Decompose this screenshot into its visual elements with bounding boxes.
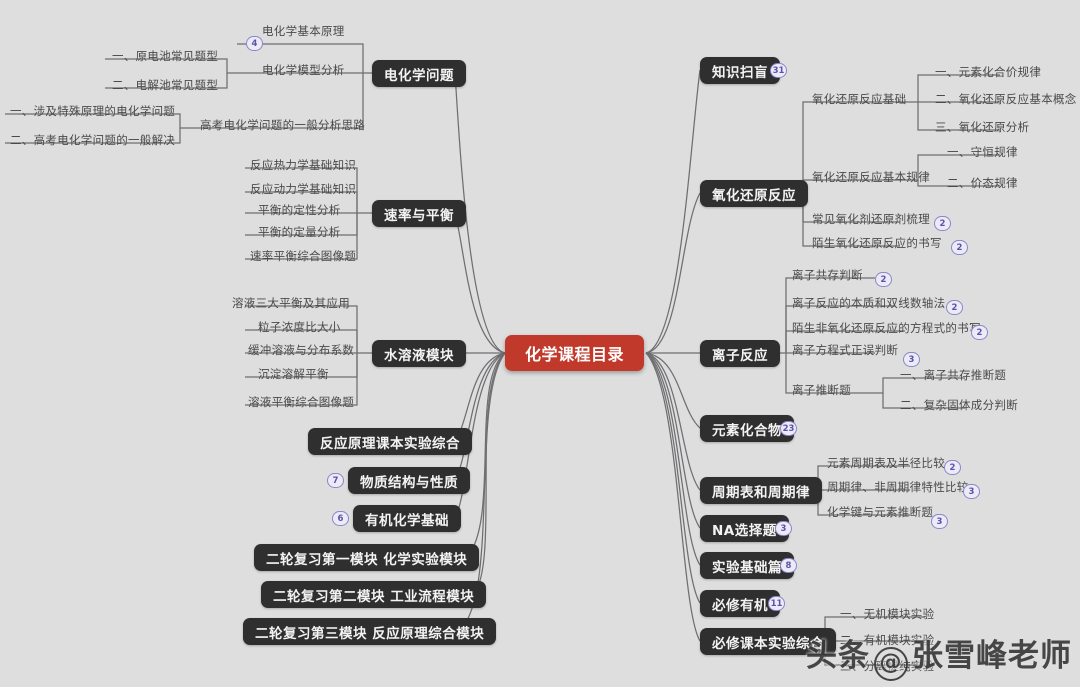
badge-element-compound: 23	[780, 421, 797, 436]
badge-periodicity-comparison: 3	[963, 484, 980, 499]
leaf-galvanic-cell-question-types[interactable]: 一、原电池常见题型	[112, 49, 219, 63]
branch-element-compound[interactable]: 元素化合物	[700, 415, 794, 442]
badge-experiment-basics: 8	[780, 558, 797, 573]
branch-review-module-3[interactable]: 二轮复习第三模块 反应原理综合模块	[243, 618, 497, 645]
leaf-periodic-table-radius-compare[interactable]: 元素周期表及半径比较	[827, 456, 945, 470]
watermark-at-icon: @	[874, 647, 908, 681]
branch-reaction-principle-textbook-experiment[interactable]: 反应原理课本实验综合	[308, 428, 472, 455]
branch-knowledge-basics[interactable]: 知识扫盲	[700, 57, 780, 84]
leaf-chemical-bond-element-inference[interactable]: 化学键与元素推断题	[827, 505, 934, 519]
leaf-redox-basic-concepts[interactable]: 二、氧化还原反应基本概念	[935, 92, 1077, 106]
leaf-three-solution-equilibria[interactable]: 溶液三大平衡及其应用	[232, 296, 350, 310]
badge-common-oxidant-reductant: 2	[934, 216, 951, 231]
badge-ion-reaction-essence: 2	[946, 300, 963, 315]
badge-chemical-bond-element-inference: 3	[931, 514, 948, 529]
leaf-common-oxidant-reductant[interactable]: 常见氧化剂还原剂梳理	[812, 212, 930, 226]
center-node[interactable]: 化学课程目录	[505, 335, 645, 371]
badge-unfamiliar-redox-writing: 2	[951, 240, 968, 255]
leaf-organic-module-experiment[interactable]: 二、有机模块实验	[840, 633, 935, 647]
leaf-inorganic-module-experiment[interactable]: 一、无机模块实验	[840, 607, 935, 621]
branch-experiment-basics[interactable]: 实验基础篇	[700, 552, 794, 579]
branch-electrochemistry[interactable]: 电化学问题	[372, 60, 466, 87]
leaf-unfamiliar-redox-writing[interactable]: 陌生氧化还原反应的书写	[812, 236, 942, 250]
leaf-buffer-and-distribution-coefficient[interactable]: 缓冲溶液与分布系数	[248, 343, 355, 357]
badge-structure-and-property: 7	[327, 473, 344, 488]
branch-rate-equilibrium[interactable]: 速率与平衡	[372, 200, 466, 227]
leaf-redox-analysis[interactable]: 三、氧化还原分析	[935, 120, 1030, 134]
leaf-gaokao-electrochem-solution[interactable]: 二、高考电化学问题的一般解决	[10, 133, 176, 147]
leaf-kinetics-basics[interactable]: 反应动力学基础知识	[250, 182, 357, 196]
badge-ion-coexistence-judgment: 2	[875, 272, 892, 287]
leaf-redox-basics[interactable]: 氧化还原反应基础	[812, 92, 907, 106]
badge-unfamiliar-nonredox-equation: 2	[971, 325, 988, 340]
leaf-conservation-law[interactable]: 一、守恒规律	[947, 145, 1018, 159]
leaf-particle-concentration-compare[interactable]: 粒子浓度比大小	[258, 320, 341, 334]
leaf-equilibrium-qualitative[interactable]: 平衡的定性分析	[258, 203, 341, 217]
branch-structure-and-property[interactable]: 物质结构与性质	[348, 467, 470, 494]
badge-ionic-equation-correctness: 3	[903, 352, 920, 367]
branch-review-module-1[interactable]: 二轮复习第一模块 化学实验模块	[254, 544, 480, 571]
leaf-ion-inference-problem[interactable]: 离子推断题	[792, 383, 851, 397]
leaf-valence-state-law[interactable]: 二、价态规律	[947, 176, 1018, 190]
leaf-electrolytic-cell-question-types[interactable]: 二、电解池常见题型	[112, 78, 219, 92]
watermark-name: 张雪峰老师	[912, 638, 1072, 674]
leaf-ionic-equation-correctness[interactable]: 离子方程式正误判断	[792, 343, 899, 357]
leaf-solution-equilibrium-graph[interactable]: 溶液平衡综合图像题	[248, 395, 355, 409]
badge-na-multiple-choice: 3	[775, 521, 792, 536]
badge-organic-chemistry-basics: 6	[332, 511, 349, 526]
leaf-rate-equilibrium-graph[interactable]: 速率平衡综合图像题	[250, 249, 357, 263]
branch-compulsory-textbook-experiment[interactable]: 必修课本实验综合	[700, 628, 836, 655]
badge-electrochem-basic-principle: 4	[246, 36, 263, 51]
branch-review-module-2[interactable]: 二轮复习第二模块 工业流程模块	[261, 581, 487, 608]
branch-na-multiple-choice[interactable]: NA选择题	[700, 515, 789, 542]
leaf-ion-coexistence-judgment[interactable]: 离子共存判断	[792, 268, 863, 282]
badge-knowledge-basics: 31	[770, 63, 787, 78]
badge-periodic-table-radius-compare: 2	[944, 460, 961, 475]
leaf-element-valence-law[interactable]: 一、元素化合价规律	[935, 65, 1042, 79]
branch-organic-chemistry-basics[interactable]: 有机化学基础	[353, 505, 461, 532]
leaf-unfamiliar-nonredox-equation[interactable]: 陌生非氧化还原反应的方程式的书写	[792, 321, 981, 335]
leaf-precipitation-dissolution-equilibrium[interactable]: 沉淀溶解平衡	[258, 367, 329, 381]
watermark-prefix: 头条	[806, 638, 870, 674]
leaf-ion-reaction-essence[interactable]: 离子反应的本质和双线数轴法	[792, 296, 946, 310]
leaf-periodicity-comparison[interactable]: 周期律、非周期律特性比较	[827, 480, 969, 494]
leaf-redox-basic-laws[interactable]: 氧化还原反应基本规律	[812, 170, 930, 184]
branch-redox-reaction[interactable]: 氧化还原反应	[700, 180, 808, 207]
leaf-electrochem-model-analysis[interactable]: 电化学模型分析	[262, 63, 345, 77]
leaf-ion-coexistence-inference[interactable]: 一、离子共存推断题	[900, 368, 1007, 382]
watermark: 头条@张雪峰老师	[806, 630, 1072, 681]
branch-aqueous-solution[interactable]: 水溶液模块	[372, 340, 466, 367]
leaf-special-principle-electrochem[interactable]: 一、涉及特殊原理的电化学问题	[10, 104, 176, 118]
badge-compulsory-organic: 11	[768, 596, 785, 611]
branch-periodic-table-and-law[interactable]: 周期表和周期律	[700, 477, 822, 504]
leaf-equilibrium-quantitative[interactable]: 平衡的定量分析	[258, 225, 341, 239]
leaf-gaokao-electrochem-approach[interactable]: 高考电化学问题的一般分析思路	[200, 118, 366, 132]
leaf-electrochem-basic-principle[interactable]: 电化学基本原理	[262, 24, 345, 38]
leaf-complex-solid-composition[interactable]: 二、复杂固体成分判断	[900, 398, 1018, 412]
leaf-thermodynamics-basics[interactable]: 反应热力学基础知识	[250, 158, 357, 172]
branch-compulsory-organic[interactable]: 必修有机	[700, 590, 780, 617]
branch-ionic-reaction[interactable]: 离子反应	[700, 340, 780, 367]
